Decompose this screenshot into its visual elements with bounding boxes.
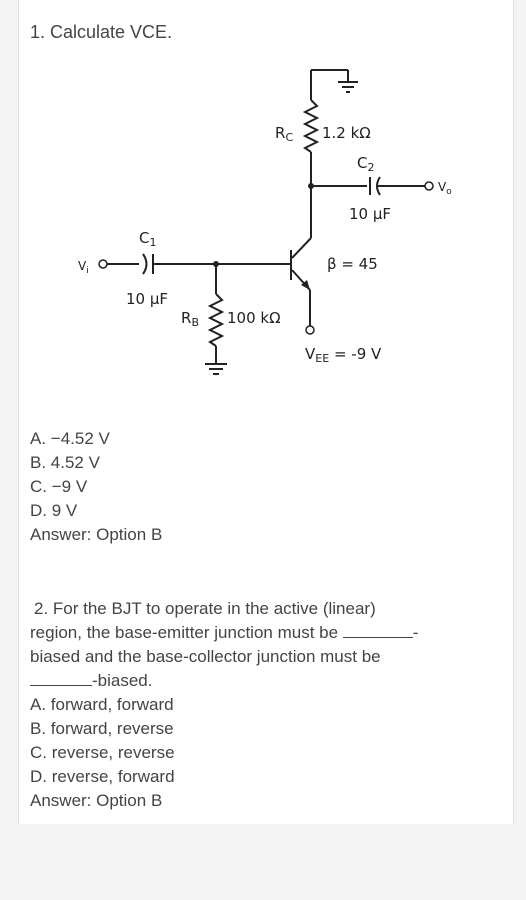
vo-label: Vo xyxy=(438,180,452,197)
answer-text: Answer: Option B xyxy=(30,791,163,810)
c1-plate-curved xyxy=(142,253,148,275)
question-1-options: A. −4.52 V B. 4.52 V C. −9 V D. 9 V Answ… xyxy=(30,427,162,547)
vi-label: Vi xyxy=(78,259,89,276)
bjt-circuit-diagram: RC 1.2 kΩ C2 10 μF Vo C1 10 μF Vi β = 45… xyxy=(78,69,452,375)
option-b[interactable]: B. 4.52 V xyxy=(30,453,100,472)
answer-text: Answer: Option B xyxy=(30,525,163,544)
rc-resistor-symbol xyxy=(302,99,320,153)
question-2-line-3: biased and the base-collector junction m… xyxy=(30,647,381,666)
question-2-line-1: 2. For the BJT to operate in the active … xyxy=(34,599,376,618)
rb-value: 100 kΩ xyxy=(227,309,281,327)
option-d[interactable]: D. 9 V xyxy=(30,501,78,520)
c2-label: C2 xyxy=(357,154,374,174)
output-terminal xyxy=(424,181,434,191)
question-1-title: 1. Calculate VCE. xyxy=(30,22,173,42)
rc-label: RC xyxy=(275,124,293,144)
beta-label: β = 45 xyxy=(327,255,378,273)
question-2-line-2: region, the base-emitter junction must b… xyxy=(30,623,419,642)
answer-blank xyxy=(342,623,413,638)
answer-blank xyxy=(30,671,92,686)
c1-label: C1 xyxy=(139,229,156,249)
option-b[interactable]: B. forward, reverse xyxy=(30,719,174,738)
vee-terminal xyxy=(305,325,315,335)
option-a[interactable]: A. −4.52 V xyxy=(30,429,110,448)
vee-label: VEE = -9 V xyxy=(305,345,382,365)
content-card: 1. Calculate VCE. xyxy=(18,0,514,824)
collector-lead xyxy=(291,237,312,259)
input-terminal xyxy=(98,259,108,269)
base-junction-dot xyxy=(213,261,219,267)
option-c[interactable]: C. −9 V xyxy=(30,477,88,496)
c2-value: 10 μF xyxy=(349,205,391,223)
rb-label: RB xyxy=(181,309,199,329)
option-c[interactable]: C. reverse, reverse xyxy=(30,743,175,762)
c1-value: 10 μF xyxy=(126,290,168,308)
emitter-arrow xyxy=(301,280,310,290)
option-d[interactable]: D. reverse, forward xyxy=(30,767,175,786)
rc-value: 1.2 kΩ xyxy=(322,124,371,142)
question-2-line-4: -biased. xyxy=(30,669,500,693)
rb-resistor-symbol xyxy=(207,293,225,347)
question-2: 2. For the BJT to operate in the active … xyxy=(30,597,500,813)
option-a[interactable]: A. forward, forward xyxy=(30,695,174,714)
collector-junction-dot xyxy=(308,183,314,189)
